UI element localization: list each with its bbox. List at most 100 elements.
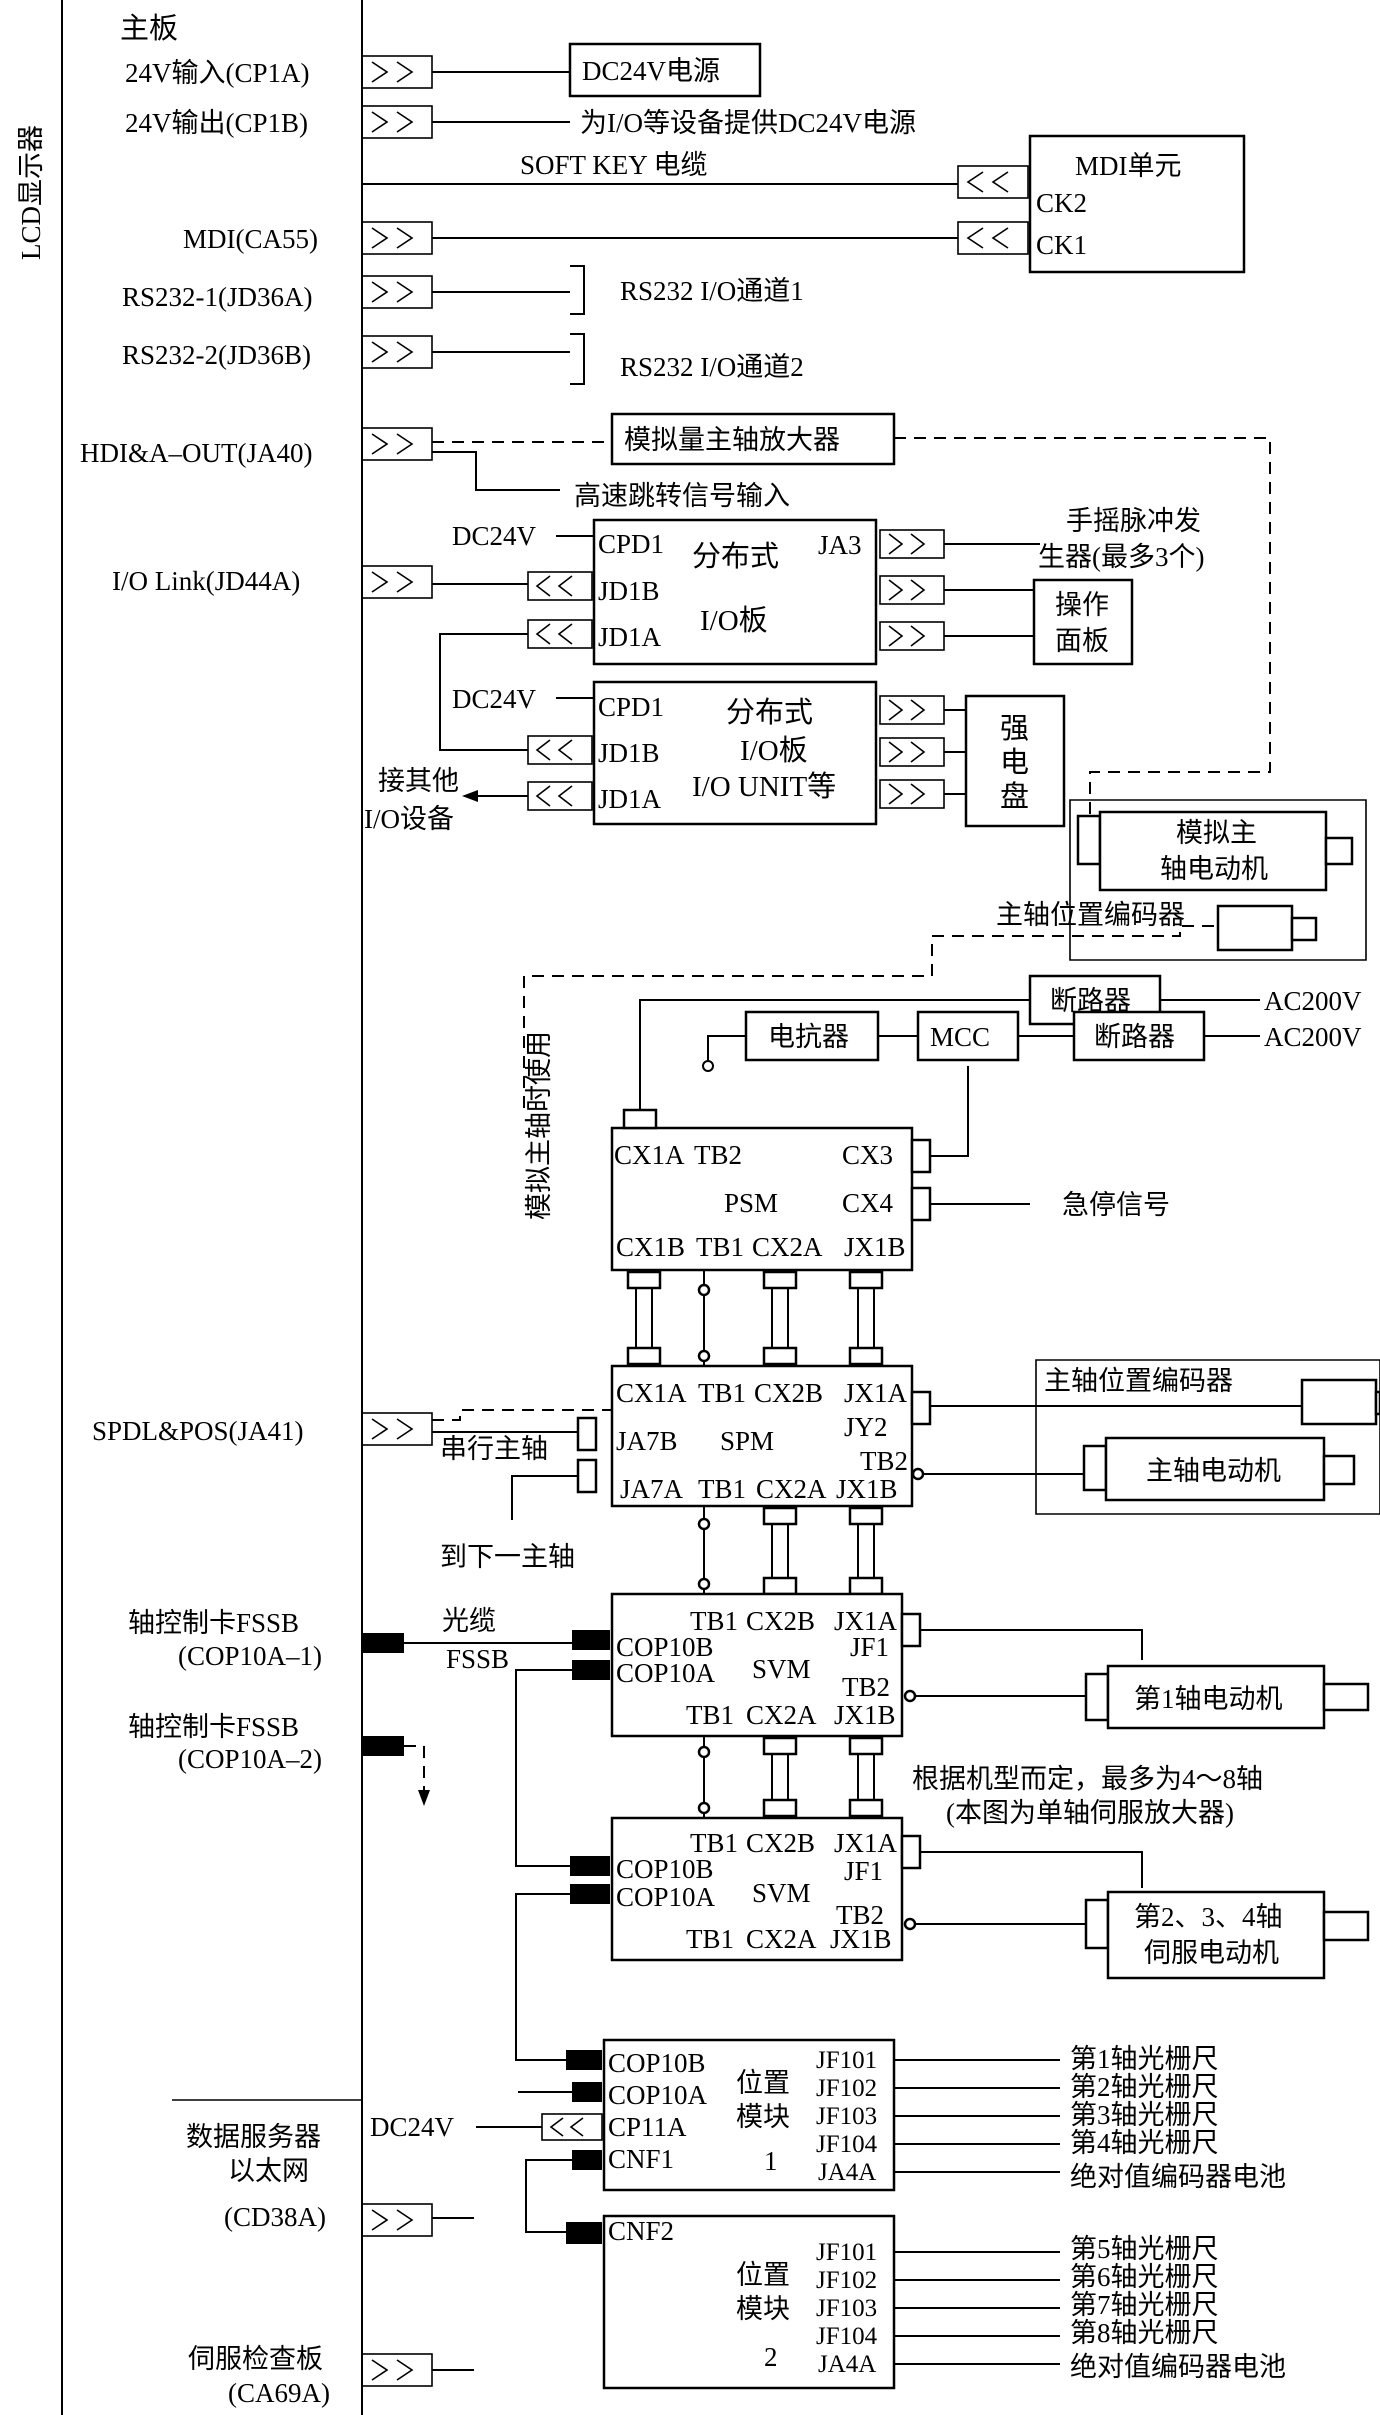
op-panel-2: 面板 — [1055, 626, 1109, 656]
spm-cx2b: CX2B — [754, 1378, 823, 1408]
spm-name: SPM — [720, 1426, 774, 1456]
io2-iounit: I/O UNIT等 — [692, 770, 836, 803]
spm-jx1b: JX1B — [836, 1474, 898, 1504]
port-jd36b: RS232-2(JD36B) — [122, 340, 311, 370]
data-server-3: (CD38A) — [224, 2202, 326, 2232]
pos2-cnf2: CNF2 — [608, 2216, 674, 2246]
pos2-out-3: 第8轴光栅尺 — [1070, 2318, 1219, 2348]
softkey-cable: SOFT KEY 电缆 — [520, 150, 708, 180]
svm1-cop10a: COP10A — [616, 1658, 716, 1688]
psm-tb2: TB2 — [694, 1140, 742, 1170]
pos2-port-2: JF103 — [816, 2295, 877, 2322]
svm2-motor-1: 第2、3、4轴 — [1134, 1902, 1283, 1932]
position-module-2: CNF2 位置 模块 2 JF101 JF102 JF103 JF104 JA4… — [525, 2159, 1286, 2390]
spm-cx2a: CX2A — [756, 1474, 827, 1504]
svm1-motor: 第1轴电动机 — [1134, 1684, 1283, 1714]
pos1-cop10b: COP10B — [608, 2048, 706, 2078]
pos1-name-1: 位置 — [736, 2068, 790, 2098]
spm-ja7b: JA7B — [616, 1426, 678, 1456]
port-cp1a: 24V输入(CP1A) — [125, 58, 310, 88]
port-cop10a-1-title: 轴控制卡FSSB — [128, 1608, 299, 1638]
io2-dc24v: DC24V — [452, 684, 537, 714]
mainboard-lower: 数据服务器 以太网 (CD38A) 伺服检查板 (CA69A) — [172, 2099, 474, 2408]
svm2-cx2b: CX2B — [746, 1828, 815, 1858]
cabinet-1: 强 — [1000, 713, 1029, 745]
port-cop10a-2-title: 轴控制卡FSSB — [128, 1712, 299, 1742]
rs232-ch2: RS232 I/O通道2 — [620, 352, 804, 382]
port-cop10a-2: (COP10A–2) — [178, 1744, 322, 1774]
pos1-out-1: 第2轴光栅尺 — [1070, 2072, 1219, 2102]
note-line-1: 根据机型而定，最多为4～8轴 — [912, 1764, 1263, 1794]
spm-svm1-plugs — [697, 1506, 884, 1596]
encoder-analog: 主轴位置编码器 — [996, 900, 1185, 930]
pos1-port-1: JF102 — [816, 2075, 877, 2102]
cabinet-3: 盘 — [1000, 780, 1029, 813]
io2-cpd1: CPD1 — [598, 692, 664, 722]
mdi-ck1: CK1 — [1036, 230, 1087, 260]
svm2-cop10b: COP10B — [616, 1854, 714, 1884]
breaker-2: 断路器 — [1094, 1022, 1175, 1052]
mainboard-frame: LCD显示器 主板 — [16, 0, 363, 2415]
spm-jx1a: JX1A — [844, 1378, 908, 1408]
io2-jd1b: JD1B — [598, 738, 660, 768]
io1-jd1b: JD1B — [598, 576, 660, 606]
spm-jy2: JY2 — [844, 1412, 888, 1442]
pos2-name-1: 位置 — [736, 2260, 790, 2290]
other-io-2: I/O设备 — [364, 804, 454, 834]
fssb-cable: 光缆 — [442, 1606, 496, 1636]
port-jd44a: I/O Link(JD44A) — [112, 566, 300, 596]
svm1-name: SVM — [752, 1654, 811, 1684]
psm-cx3: CX3 — [842, 1140, 893, 1170]
mdi-unit-title: MDI单元 — [1075, 151, 1182, 181]
analog-spindle: 模拟主 轴电动机 主轴位置编码器 模拟主轴时使用 — [523, 799, 1367, 1220]
port-ja41: SPDL&POS(JA41) — [92, 1416, 304, 1446]
next-spindle: 到下一主轴 — [440, 1542, 575, 1572]
dc24v-power: DC24V电源 — [582, 56, 720, 86]
svm2-tb1b: TB1 — [686, 1924, 734, 1954]
mainboard-title: 主板 — [120, 12, 178, 45]
data-server-2: 以太网 — [228, 2156, 309, 2186]
pos2-num: 2 — [764, 2342, 778, 2372]
svm1-jx1b: JX1B — [834, 1700, 896, 1730]
psm-spm-links — [635, 1270, 875, 1366]
svm2-jf1: JF1 — [844, 1856, 883, 1886]
psm-tb1: TB1 — [696, 1232, 744, 1262]
pos1-num: 1 — [764, 2146, 778, 2176]
fssb-connector-1 — [362, 1633, 404, 1653]
mdi-ck2: CK2 — [1036, 188, 1087, 218]
pos1-port-0: JF101 — [816, 2047, 877, 2074]
svm2-tb1: TB1 — [690, 1828, 738, 1858]
io-board-2: DC24V CPD1 JD1B JD1A 分布式 I/O板 I/O UNIT等 … — [364, 633, 1066, 834]
svm1-cx2b: CX2B — [746, 1606, 815, 1636]
svm1-cop10b: COP10B — [616, 1632, 714, 1662]
svm1-svm2-plugs — [697, 1736, 884, 1818]
svm2-jx1a: JX1A — [834, 1828, 898, 1858]
io1-ja3: JA3 — [818, 530, 862, 560]
mpg-label-2: 生器(最多3个) — [1038, 542, 1204, 572]
svm1-jx1a: JX1A — [834, 1606, 898, 1636]
other-io-1: 接其他 — [378, 766, 459, 796]
io2-dist: 分布式 — [726, 696, 813, 729]
skip-signal-input: 高速跳转信号输入 — [574, 481, 790, 511]
pos2-name-2: 模块 — [736, 2294, 790, 2324]
psm-unit: CX1A TB2 CX3 PSM CX4 CX1B TB1 CX2A JX1B … — [610, 974, 1362, 1272]
analog-motor-1: 模拟主 — [1176, 818, 1257, 848]
pos1-out-4: 绝对值编码器电池 — [1070, 2162, 1286, 2192]
port-cop10a-1: (COP10A–1) — [178, 1641, 322, 1671]
io2-ioboard: I/O板 — [740, 734, 808, 767]
pos2-port-0: JF101 — [816, 2239, 877, 2266]
spm-tb1: TB1 — [698, 1378, 746, 1408]
pos2-port-1: JF102 — [816, 2267, 877, 2294]
spm-tb1b: TB1 — [698, 1474, 746, 1504]
rs232-ch1: RS232 I/O通道1 — [620, 276, 804, 306]
ac200v-2: AC200V — [1264, 1022, 1362, 1052]
io1-cpd1: CPD1 — [598, 529, 664, 559]
position-module-1: DC24V COP10B COP10A CP11A CNF1 位置 模块 1 J… — [370, 1893, 1286, 2192]
pos1-out-0: 第1轴光栅尺 — [1070, 2044, 1219, 2074]
io-board-1: DC24V CPD1 JD1B JD1A 分布式 I/O板 JA3 手摇脉冲发 … — [432, 506, 1204, 666]
io1-jd1a: JD1A — [598, 622, 662, 652]
psm-cx2a: CX2A — [752, 1232, 823, 1262]
psm-cx1b: CX1B — [616, 1232, 685, 1262]
analog-spindle-amp: 模拟量主轴放大器 — [624, 425, 840, 455]
mcc-label: MCC — [930, 1022, 990, 1052]
